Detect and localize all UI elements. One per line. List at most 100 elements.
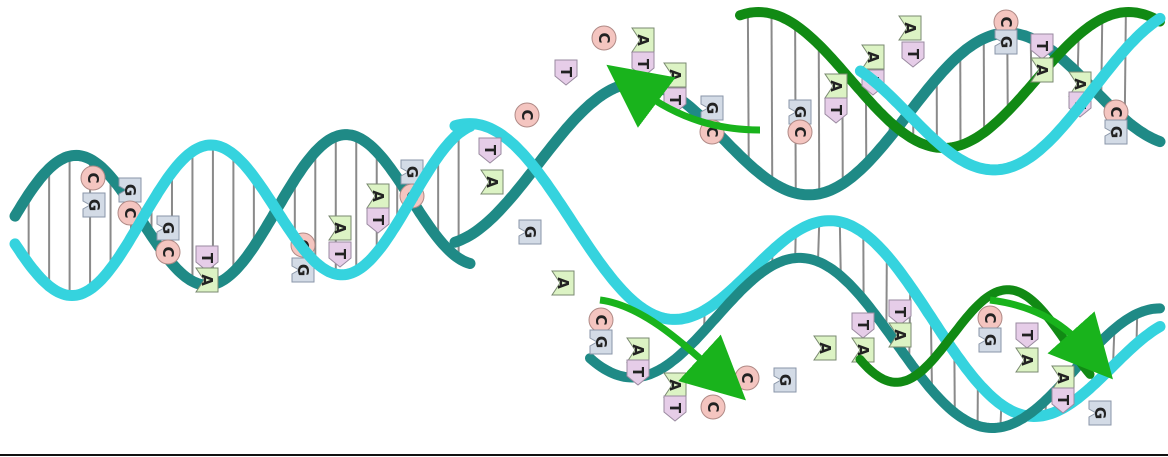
- nucleotide-label: A: [864, 51, 882, 63]
- nucleotide-a: A: [663, 372, 687, 398]
- nucleotide-t: T: [478, 137, 502, 164]
- nucleotide-label: T: [634, 59, 652, 70]
- nucleotide-label: G: [791, 106, 809, 118]
- nucleotide-a: A: [631, 27, 655, 53]
- nucleotide-a: A: [898, 15, 922, 41]
- nucleotide-label: C: [738, 372, 756, 383]
- nucleotide-label: A: [198, 274, 216, 286]
- nucleotide-label: A: [666, 69, 684, 81]
- base-pair-rung: [746, 13, 750, 164]
- nucleotide-g: G: [118, 177, 142, 203]
- nucleotide-g: G: [1088, 400, 1112, 426]
- nucleotide-label: G: [403, 166, 421, 178]
- nucleotide-label: C: [704, 401, 722, 412]
- nucleotide-label: C: [518, 109, 536, 120]
- nucleotide-g: G: [82, 192, 106, 218]
- nucleotide-t: T: [663, 395, 687, 422]
- nucleotide-label: G: [85, 199, 103, 211]
- nucleotide-label: A: [901, 22, 919, 34]
- nucleotide-t: T: [1030, 33, 1054, 60]
- nucleotide-a: A: [1030, 57, 1054, 83]
- nucleotide-label: A: [666, 379, 684, 391]
- nucleotide-label: C: [121, 207, 139, 218]
- nucleotide-label: C: [981, 312, 999, 323]
- nucleotide-a: A: [861, 44, 885, 70]
- nucleotide-g: G: [788, 99, 812, 125]
- nucleotide-t: T: [1051, 387, 1075, 414]
- nucleotide-c: C: [734, 365, 760, 391]
- nucleotide-t: T: [554, 59, 578, 86]
- nucleotide-a: A: [328, 215, 352, 241]
- nucleotide-c: C: [1103, 99, 1129, 125]
- base-pair-rung: [1123, 12, 1127, 120]
- nucleotide-label: A: [629, 344, 647, 356]
- base-pair-rung: [817, 221, 821, 262]
- nucleotide-label: C: [84, 172, 102, 183]
- nucleotide-t: T: [328, 241, 352, 268]
- nucleotide-a: A: [888, 322, 912, 348]
- nucleotide-t: T: [1015, 322, 1039, 349]
- nucleotide-t: T: [824, 97, 848, 124]
- nucleotide-label: T: [666, 403, 684, 414]
- nucleotide-c: C: [588, 307, 614, 333]
- nucleotide-label: G: [997, 36, 1015, 48]
- nucleotide-label: T: [331, 249, 349, 260]
- nucleotide-label: C: [595, 32, 613, 43]
- nucleotide-label: T: [854, 320, 872, 331]
- base-pair-rung: [817, 44, 821, 194]
- synthesis-direction-arrow-lower-2: [989, 296, 1113, 380]
- nucleotide-a: A: [195, 267, 219, 293]
- nucleotide-label: A: [634, 34, 652, 46]
- nucleotide-g: G: [291, 257, 315, 283]
- nucleotide-label: A: [331, 222, 349, 234]
- nucleotide-label: G: [703, 102, 721, 114]
- nucleotide-t: T: [631, 51, 655, 78]
- nucleotide-label: G: [776, 374, 794, 386]
- nucleotide-a: A: [813, 335, 837, 361]
- nucleotide-g: G: [1104, 119, 1128, 145]
- nucleotide-label: A: [1033, 64, 1051, 76]
- parent-strand-dark: [9, 129, 476, 291]
- nucleotide-label: C: [1107, 106, 1125, 117]
- nucleotide-label: T: [827, 105, 845, 116]
- nucleotide-label: T: [481, 145, 499, 156]
- nucleotide-label: G: [121, 184, 139, 196]
- nucleotide-label: G: [1107, 126, 1125, 138]
- nucleotide-label: T: [557, 67, 575, 78]
- nucleotide-label: A: [554, 277, 572, 289]
- nucleotide-c: C: [977, 305, 1003, 331]
- nucleotide-a: A: [480, 169, 504, 195]
- nucleotide-g: G: [700, 95, 724, 121]
- synthesis-direction-arrow-lower-1: [599, 296, 746, 401]
- nucleotide-label: C: [997, 16, 1015, 27]
- base-pair-rung: [929, 316, 933, 391]
- base-pair-rung: [770, 13, 774, 183]
- nucleotide-label: T: [1054, 395, 1072, 406]
- nucleotide-label: A: [854, 344, 872, 356]
- strands-back-layer: [9, 6, 1166, 433]
- nucleotide-label: A: [483, 176, 501, 188]
- nucleotide-label: T: [1018, 330, 1036, 341]
- nucleotide-label: C: [791, 126, 809, 137]
- upper-strand-light: [854, 12, 1166, 176]
- nucleotide-label: C: [703, 126, 721, 137]
- nucleotide-label: T: [198, 253, 216, 264]
- nucleotide-g: G: [589, 329, 613, 355]
- nucleotide-c: C: [700, 394, 726, 420]
- new-strand-arrows: [599, 64, 1113, 401]
- nucleotide-label: G: [592, 336, 610, 348]
- nucleotide-c: C: [80, 165, 106, 191]
- nucleotide-label: C: [592, 314, 610, 325]
- nucleotide-a: A: [366, 183, 390, 209]
- synthesis-direction-arrow-upper: [606, 64, 761, 134]
- nucleotide-label: C: [159, 246, 177, 257]
- nucleotide-g: G: [518, 219, 542, 245]
- nucleotide-label: A: [1071, 78, 1089, 90]
- nucleotide-g: G: [400, 159, 424, 185]
- nucleotide-label: A: [1018, 354, 1036, 366]
- nucleotide-a: A: [663, 62, 687, 88]
- nucleotide-label: A: [816, 342, 834, 354]
- nucleotide-t: T: [851, 312, 875, 339]
- nucleotide-t: T: [901, 41, 925, 68]
